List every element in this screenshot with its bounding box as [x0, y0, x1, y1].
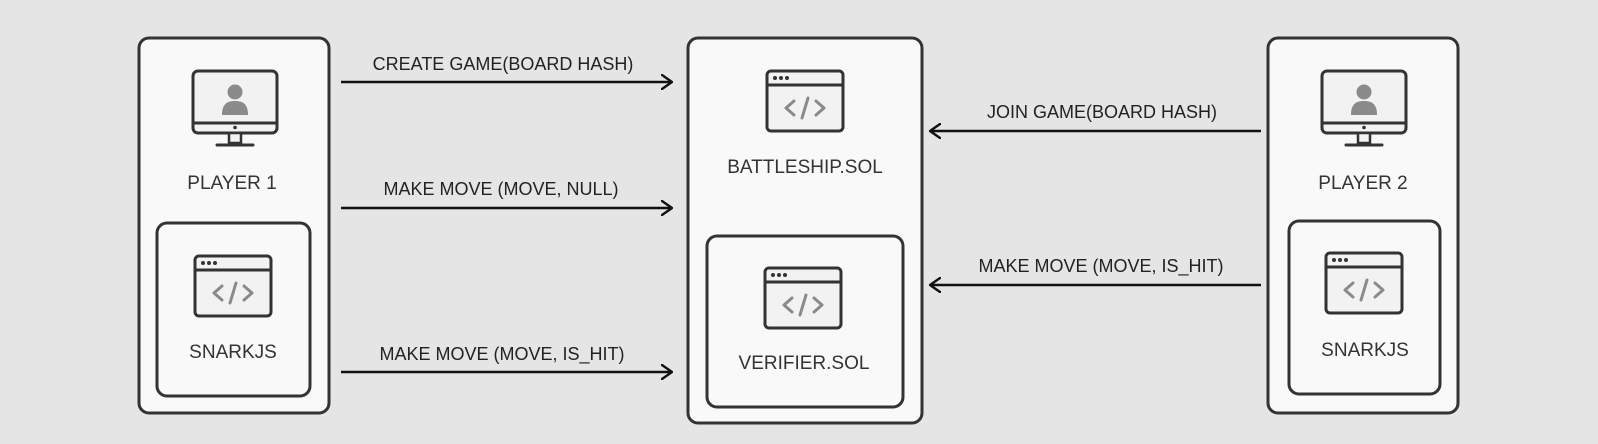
player1-label: PLAYER 1 — [187, 173, 276, 194]
verifier-node: VERIFIER.SOL — [705, 234, 905, 409]
snarkjs-left-label: SNARKJS — [189, 342, 277, 363]
snarkjs-left-node: SNARKJS — [155, 221, 312, 398]
player2-node: PLAYER 2 SNARKJS — [1266, 36, 1460, 415]
code-window-icon — [763, 266, 843, 330]
arrow-label-make-move-hit-p2: MAKE MOVE (MOVE, IS_HIT) — [978, 256, 1223, 277]
arrow-create-game: CREATE GAME(BOARD HASH) — [341, 54, 672, 82]
arrow-label-join-game: JOIN GAME(BOARD HASH) — [987, 102, 1217, 122]
code-window-icon — [193, 254, 273, 318]
battleship-label: BATTLESHIP.SOL — [727, 157, 883, 178]
arrow-make-move-p2-hit: MAKE MOVE (MOVE, IS_HIT) — [930, 256, 1261, 285]
player1-node: PLAYER 1 SNARKJS — [137, 36, 331, 415]
player2-label: PLAYER 2 — [1318, 173, 1407, 194]
verifier-label: VERIFIER.SOL — [739, 353, 870, 374]
snarkjs-right-label: SNARKJS — [1321, 340, 1409, 361]
code-window-icon — [1324, 251, 1404, 315]
monitor-user-icon — [1320, 69, 1408, 147]
arrow-make-move-p1-null: MAKE MOVE (MOVE, NULL) — [341, 179, 672, 208]
battleship-node: BATTLESHIP.SOL VERIFIER.SOL — [686, 36, 924, 425]
arrow-make-move-p1-hit: MAKE MOVE (MOVE, IS_HIT) — [341, 344, 672, 372]
code-window-icon — [765, 69, 845, 133]
arrow-label-make-move-hit-p1: MAKE MOVE (MOVE, IS_HIT) — [379, 344, 624, 365]
monitor-user-icon — [191, 69, 279, 147]
snarkjs-right-node: SNARKJS — [1287, 219, 1442, 396]
arrow-join-game: JOIN GAME(BOARD HASH) — [930, 102, 1261, 131]
arrow-label-create-game: CREATE GAME(BOARD HASH) — [373, 54, 634, 74]
arrow-label-make-move-null: MAKE MOVE (MOVE, NULL) — [383, 179, 618, 199]
